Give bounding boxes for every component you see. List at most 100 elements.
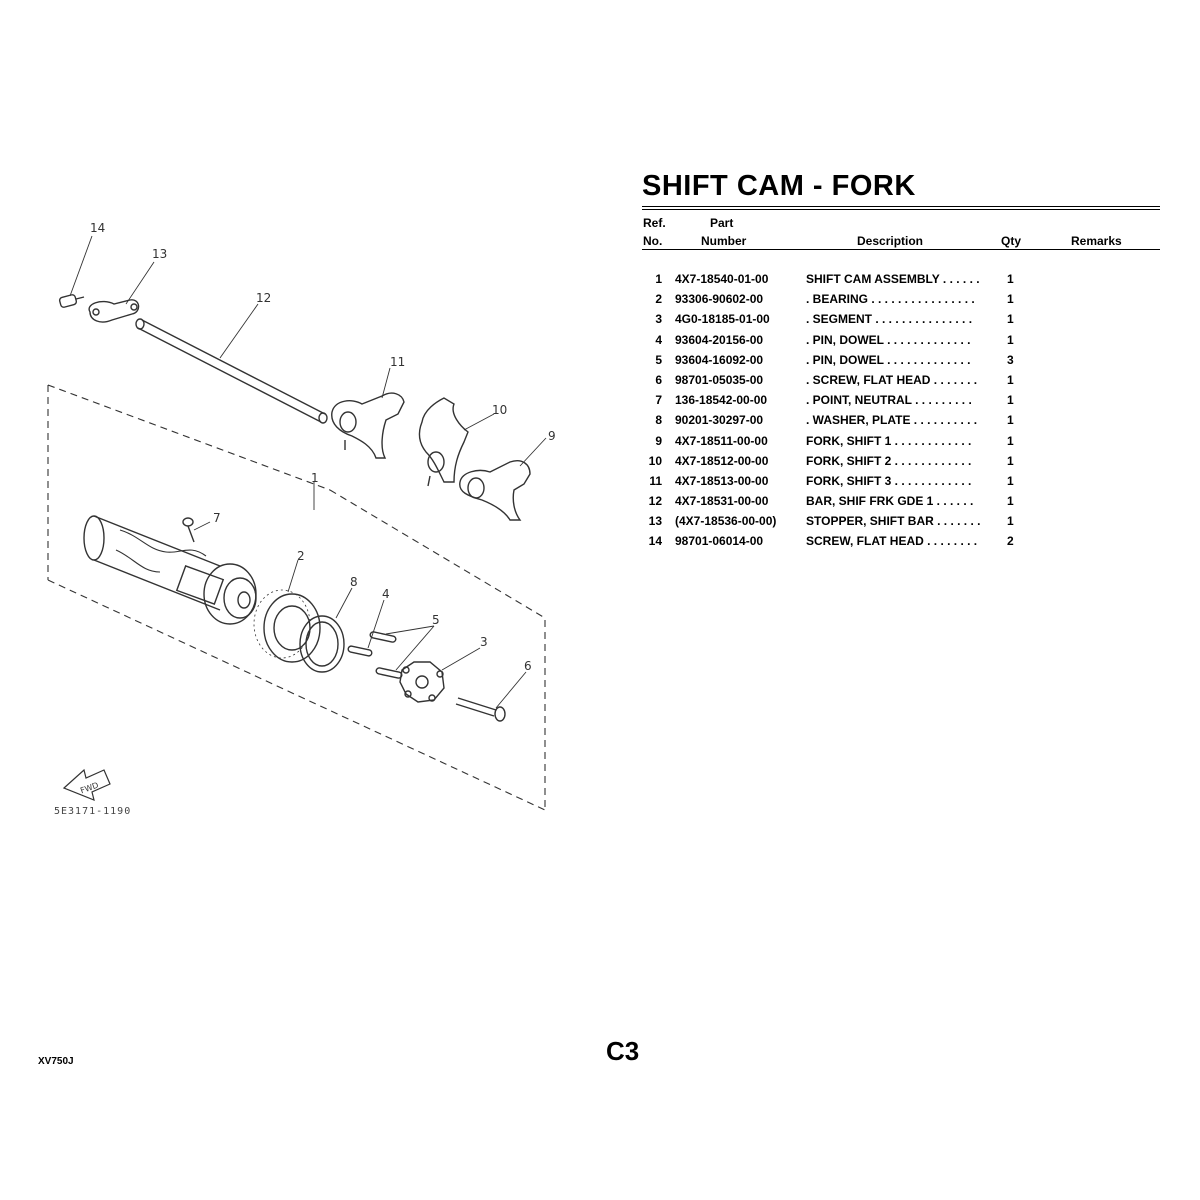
callout-10: 10 (492, 403, 507, 417)
description: . PIN, DOWEL . . . . . . . . . . . . . (806, 332, 971, 347)
ref-no: 13 (648, 514, 662, 529)
part-7-neutral-point (182, 517, 195, 543)
table-row: 14 98701-06014-00 SCREW, FLAT HEAD . . . .… (642, 532, 1160, 552)
table-row: 8 90201-30297-00 . WASHER, PLATE . . . . .… (642, 411, 1160, 431)
header-remarks: Remarks (1071, 234, 1122, 248)
part-1-shift-cam (83, 515, 257, 625)
fwd-arrow-icon (62, 768, 111, 801)
page-code: C3 (606, 1036, 640, 1066)
ref-no: 1 (655, 272, 662, 286)
title-rule (642, 206, 1160, 210)
description: . SCREW, FLAT HEAD . . . . . . . (806, 372, 978, 387)
ref-no: 14 (648, 534, 662, 549)
part-number: 93604-20156-00 (675, 332, 764, 347)
diagram-svg: 14 13 12 11 10 9 1 7 2 8 4 5 3 6 FWD 5E3… (47, 221, 556, 817)
callout-8: 8 (350, 575, 358, 589)
header-ref-2: No. (643, 234, 663, 248)
part-number: 98701-06014-00 (675, 534, 764, 549)
table-row: 4 93604-20156-00 . PIN, DOWEL . . . . . . … (642, 331, 1160, 351)
model-code: XV750J (38, 1056, 74, 1067)
part-number: 4X7-18511-00-00 (675, 433, 768, 448)
part-12-shift-bar (135, 318, 328, 424)
qty: 1 (1007, 433, 1014, 448)
header-qty: Qty (1001, 234, 1022, 248)
description: BAR, SHIF FRK GDE 1 . . . . . . (806, 494, 974, 509)
fwd-label: FWD (79, 781, 100, 796)
ref-no: 12 (648, 494, 662, 509)
part-8-washer (299, 615, 345, 673)
ref-no: 8 (655, 413, 662, 428)
qty: 1 (1007, 332, 1014, 347)
callout-1: 1 (311, 471, 319, 485)
callout-12: 12 (256, 291, 271, 305)
callout-2: 2 (297, 549, 305, 563)
part-number: 4X7-18540-01-00 (675, 272, 769, 286)
description: FORK, SHIFT 1 . . . . . . . . . . . . (806, 433, 972, 448)
description: . PIN, DOWEL . . . . . . . . . . . . . (806, 352, 971, 367)
exploded-parts-diagram: 14 13 12 11 10 9 1 7 2 8 4 5 3 6 FWD 5E3… (30, 200, 590, 830)
part-number: 4X7-18512-00-00 (675, 453, 769, 468)
part-number: 93604-16092-00 (675, 352, 764, 367)
header-description: Description (857, 234, 924, 248)
ref-no: 11 (649, 473, 662, 488)
part-3-segment (399, 661, 445, 703)
description: STOPPER, SHIFT BAR . . . . . . . (806, 514, 981, 529)
description: FORK, SHIFT 2 . . . . . . . . . . . . (806, 453, 972, 468)
table-row: 12 4X7-18531-00-00 BAR, SHIF FRK GDE 1 . .… (642, 492, 1160, 512)
part-number: (4X7-18536-00-00) (675, 514, 777, 529)
header-part-2: Number (701, 234, 747, 248)
description: . WASHER, PLATE . . . . . . . . . . (806, 413, 978, 428)
ref-no: 2 (655, 292, 662, 307)
qty: 1 (1007, 473, 1014, 488)
ref-no: 7 (655, 393, 662, 408)
part-number: 4X7-18531-00-00 (675, 494, 769, 509)
description: SHIFT CAM ASSEMBLY . . . . . . (806, 272, 980, 286)
part-number: 90201-30297-00 (675, 413, 764, 428)
part-9-fork (459, 460, 531, 521)
part-13-stopper (88, 299, 140, 323)
table-row: 7 136-18542-00-00 . POINT, NEUTRAL . . . .… (642, 391, 1160, 411)
table-row: 13 (4X7-18536-00-00) STOPPER, SHIFT BAR . … (642, 512, 1160, 532)
description: . BEARING . . . . . . . . . . . . . . . … (806, 292, 975, 307)
qty: 1 (1007, 514, 1014, 529)
description: . POINT, NEUTRAL . . . . . . . . . (806, 393, 972, 408)
qty: 3 (1007, 352, 1014, 367)
qty: 1 (1007, 292, 1014, 307)
qty: 1 (1007, 312, 1014, 327)
ref-no: 3 (655, 312, 662, 327)
ref-no: 4 (655, 332, 662, 347)
part-6-screw (455, 697, 506, 722)
part-number: 98701-05035-00 (675, 372, 764, 387)
part-number: 93306-90602-00 (675, 292, 764, 307)
part-number: 4G0-18185-01-00 (675, 312, 770, 327)
qty: 1 (1007, 413, 1014, 428)
part-2-bearing (253, 589, 321, 663)
callout-11: 11 (390, 355, 405, 369)
description: FORK, SHIFT 3 . . . . . . . . . . . . (806, 473, 972, 488)
qty: 1 (1007, 372, 1014, 387)
table-row: 2 93306-90602-00 . BEARING . . . . . . . .… (642, 290, 1160, 310)
description: SCREW, FLAT HEAD . . . . . . . . (806, 534, 978, 549)
callout-9: 9 (548, 429, 556, 443)
callout-7: 7 (213, 511, 221, 525)
page-title: SHIFT CAM - FORK (642, 170, 916, 202)
qty: 2 (1007, 534, 1014, 549)
assembly-boundary (47, 384, 546, 811)
callout-3: 3 (480, 635, 488, 649)
callout-5: 5 (432, 613, 440, 627)
part-10-fork (418, 397, 469, 487)
callout-13: 13 (152, 247, 167, 261)
table-row: 5 93604-16092-00 . PIN, DOWEL . . . . . . … (642, 351, 1160, 371)
callout-4: 4 (382, 587, 390, 601)
table-row: 1 4X7-18540-01-00 SHIFT CAM ASSEMBLY . . .… (642, 270, 1160, 290)
qty: 1 (1007, 494, 1014, 509)
ref-no: 5 (655, 352, 662, 367)
part-14-screw (58, 294, 85, 308)
part-number: 136-18542-00-00 (675, 393, 768, 408)
part-11-fork (331, 392, 405, 459)
